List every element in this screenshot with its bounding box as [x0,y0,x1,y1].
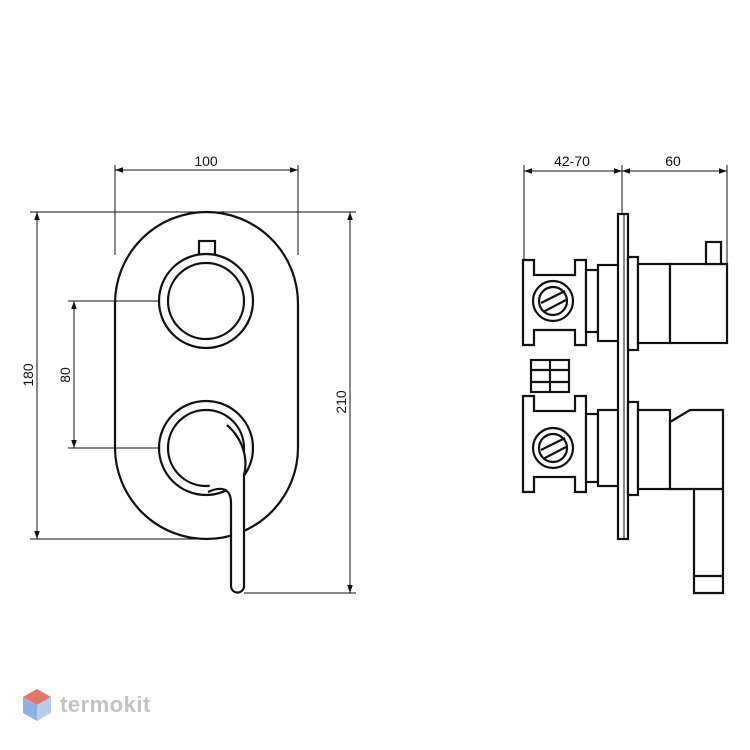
upper-knob-inner [166,261,246,341]
dim-text-width: 100 [194,153,218,169]
front-view: 100 180 80 210 [20,153,356,594]
coupling-nipple [529,358,571,394]
dim-text-projection: 60 [665,153,681,169]
brand-logo: termokit [22,688,151,722]
upper-valve-body [521,258,624,347]
upper-knob-side [626,240,729,352]
brand-name: termokit [60,692,151,717]
cover-plate [113,210,300,541]
dim-text-axis-distance: 80 [57,367,73,383]
lower-knob-side [626,400,725,595]
lower-knob-inner [166,408,246,488]
hexagon-logo-icon [23,689,51,721]
dim-text-depth-range: 42-70 [554,153,590,169]
dim-text-plate-height: 180 [20,363,36,387]
dim-text-total-height: 210 [333,390,349,414]
lower-valve-body [521,394,624,494]
side-cover-plate [616,212,630,541]
side-view: 42-70 60 [521,153,729,595]
lever-handle [207,424,247,594]
upper-knob-outer [157,252,255,350]
